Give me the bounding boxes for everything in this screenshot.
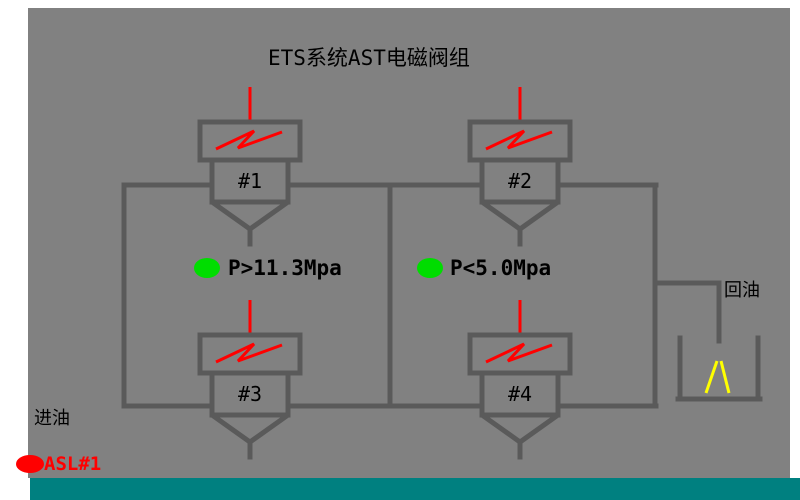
valve-3-label-box xyxy=(209,370,291,418)
asl1-alarm-led xyxy=(16,455,44,473)
valve-4-symbol xyxy=(467,300,573,460)
pressure-indicator-1-led xyxy=(194,258,220,278)
valve-3-symbol xyxy=(197,300,303,460)
pressure-indicator-2-text: P<5.0Mpa xyxy=(450,256,552,280)
valve-2-label-box xyxy=(479,157,561,205)
valve-4-outlet-funnel xyxy=(480,412,560,446)
valve-1-spring-icon xyxy=(215,129,283,151)
valve-2-symbol xyxy=(467,87,573,247)
pressure-indicator-1-text: P>11.3Mpa xyxy=(228,256,342,280)
valve-4-spring-icon xyxy=(485,342,553,364)
diagram-area xyxy=(28,8,790,478)
valve-4-label-box xyxy=(479,370,561,418)
tank-filter-mark-icon xyxy=(719,360,731,394)
asl1-alarm-label: ASL#1 xyxy=(44,453,102,475)
tank-filter-mark-icon xyxy=(704,360,719,394)
valve-3-outlet-funnel xyxy=(210,412,290,446)
return-tank-symbol xyxy=(675,335,763,402)
valve-1-body xyxy=(197,119,303,163)
return-oil-label: 回油 xyxy=(724,280,760,301)
valve-1-label: #1 xyxy=(237,169,263,193)
valve-4-body xyxy=(467,332,573,376)
valve-4-label: #4 xyxy=(507,382,533,406)
inlet-oil-label: 进油 xyxy=(34,408,70,429)
valve-3-spring-icon xyxy=(215,342,283,364)
valve-2-spring-icon xyxy=(485,129,553,151)
pressure-indicator-2-led xyxy=(417,258,443,278)
valve-1-label-box xyxy=(209,157,291,205)
status-bar xyxy=(30,478,800,500)
page-title: ETS系统AST电磁阀组 xyxy=(268,46,470,70)
valve-3-body xyxy=(197,332,303,376)
valve-1-symbol xyxy=(197,87,303,247)
valve-1-outlet-funnel xyxy=(210,199,290,233)
valve-2-outlet-funnel xyxy=(480,199,560,233)
valve-3-label: #3 xyxy=(237,382,263,406)
valve-2-label: #2 xyxy=(507,169,533,193)
valve-2-body xyxy=(467,119,573,163)
